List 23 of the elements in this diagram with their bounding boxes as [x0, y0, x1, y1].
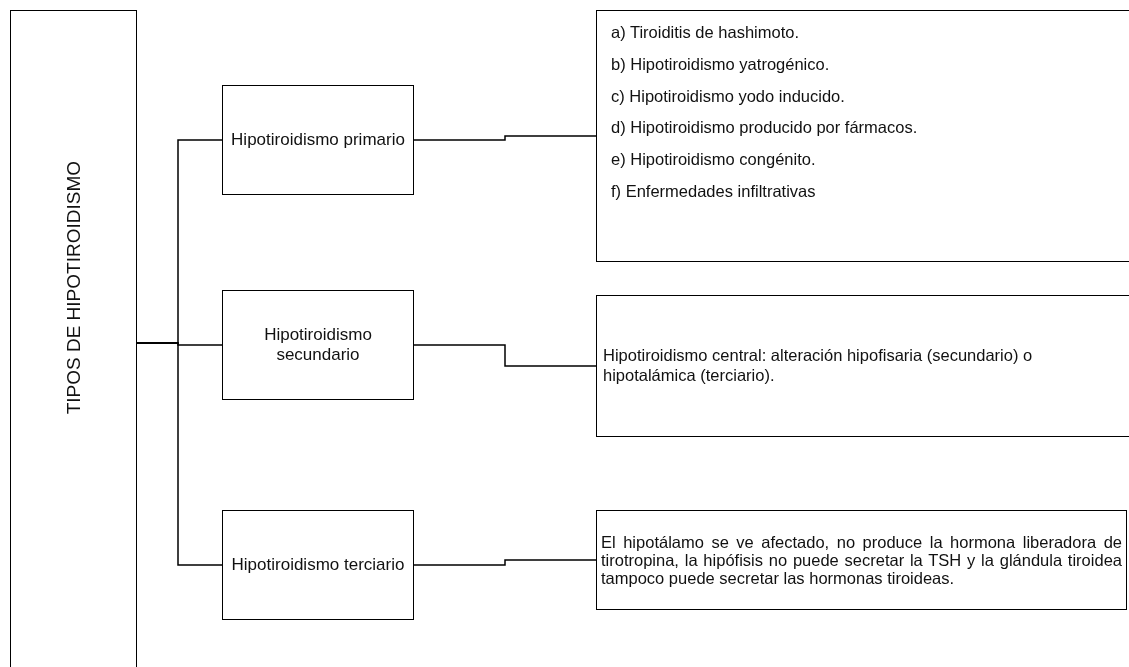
list-item: b) Hipotiroidismo yatrogénico.	[611, 54, 831, 75]
text-box	[222, 510, 414, 620]
connector-line	[136, 342, 223, 566]
node-text: Hipotiroidismo secundario	[263, 325, 373, 365]
text-box	[596, 510, 1127, 610]
connector-line	[413, 344, 597, 367]
node-text: Hipotiroidismo central: alteración hipofisaria (secundario) o hipotalámica (terciario).	[603, 346, 1034, 386]
connector-line	[413, 559, 597, 566]
vertical-title: TIPOS DE HIPOTIROIDISMO	[62, 161, 85, 415]
list-item: d) Hipotiroidismo producido por fármacos.	[611, 118, 919, 139]
list-item: e) Hipotiroidismo congénito.	[611, 150, 817, 170]
text-box	[596, 295, 1129, 437]
node-text: Hipotiroidismo terciario	[231, 555, 405, 575]
text-box	[222, 85, 414, 195]
connector-line	[413, 135, 597, 141]
node-text: El hipotálamo se ve afectado, no produce la hormona liberadora de tirotropina, la hipófisis no puede secretar la TSH y la glándula tiroidea tampoco puede secretar las hormonas tiroideas.	[601, 532, 1122, 588]
list-item: f) Enfermedades infiltrativas	[611, 182, 817, 202]
node-text: Hipotiroidismo primario	[231, 130, 405, 150]
text-box	[596, 10, 1129, 262]
list-item: a) Tiroiditis de hashimoto.	[611, 23, 800, 43]
title-box	[10, 10, 137, 667]
list-item: c) Hipotiroidismo yodo inducido.	[611, 86, 846, 107]
text-box	[222, 290, 414, 400]
